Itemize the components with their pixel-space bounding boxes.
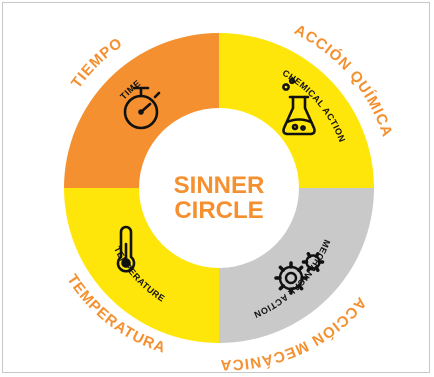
gears-icon — [274, 252, 325, 295]
gear-tooth — [314, 265, 320, 272]
gear-tooth — [297, 284, 304, 291]
center-title-line2: CIRCLE — [174, 197, 263, 224]
gear-tooth — [278, 284, 285, 291]
flask-icon — [282, 77, 316, 136]
gear-tooth — [297, 265, 304, 272]
segment-chemical-action — [219, 33, 374, 188]
gear-tooth — [314, 252, 320, 259]
segment-temperature — [64, 188, 219, 343]
gear-tooth — [278, 265, 285, 272]
segment-mechanical-action — [219, 188, 374, 343]
gear-tooth — [306, 265, 312, 272]
center-title-line1: SINNER — [174, 172, 265, 199]
thermometer-icon — [116, 225, 136, 273]
gear-tooth — [306, 252, 312, 259]
stopwatch-icon — [123, 86, 161, 130]
